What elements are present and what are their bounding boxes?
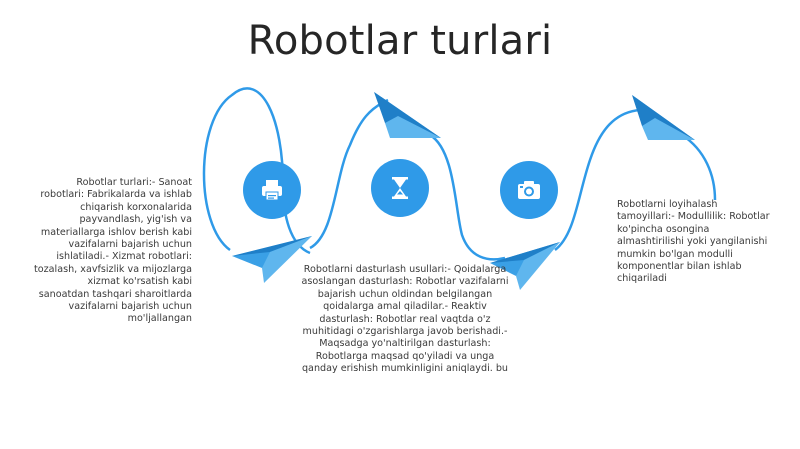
step-2-text: Robotlarni dasturlash usullari:- Qoidala… — [301, 264, 509, 375]
paper-plane-icon — [632, 95, 695, 140]
step-3-icon-circle — [500, 161, 558, 219]
wavy-path-line — [429, 133, 506, 261]
paper-plane-icon — [232, 236, 312, 283]
hourglass-icon — [392, 177, 408, 199]
step-1-icon-circle — [243, 161, 301, 219]
step-2-icon-circle — [371, 159, 429, 217]
step-3-text: Robotlarni loyihalash tamoyillari:- Modu… — [617, 199, 770, 285]
step-1-text: Robotlar turlari:- Sanoat robotlari: Fab… — [34, 177, 192, 325]
wavy-path-line — [202, 87, 311, 255]
wavy-path-line — [681, 133, 717, 201]
paper-plane-icon — [374, 92, 441, 138]
printer-icon — [262, 180, 282, 201]
camera-icon — [518, 181, 540, 199]
wavy-path-line — [554, 108, 641, 251]
wavy-path-line — [309, 98, 389, 250]
slide-title: Robotlar turlari — [247, 18, 553, 64]
paper-plane-icon — [490, 242, 560, 290]
